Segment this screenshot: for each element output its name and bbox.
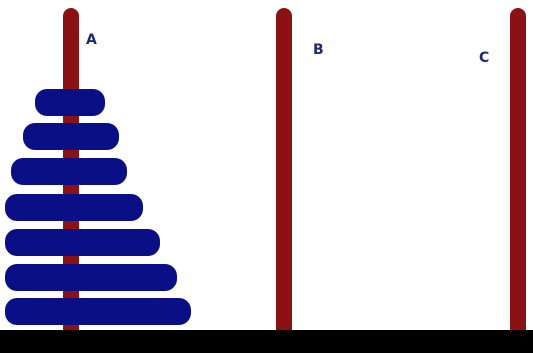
disk-4[interactable] [5,194,143,221]
peg-a-label: A [86,32,97,48]
disk-1[interactable] [35,89,105,116]
peg-b[interactable] [276,8,292,330]
disk-6[interactable] [5,264,177,291]
peg-b-label: B [313,42,324,58]
disk-5[interactable] [5,229,160,256]
peg-c[interactable] [510,8,526,330]
base-platform [0,330,533,353]
disk-3[interactable] [11,158,127,185]
peg-c-label: C [479,50,489,66]
disk-2[interactable] [23,123,119,150]
disk-7[interactable] [5,298,191,325]
